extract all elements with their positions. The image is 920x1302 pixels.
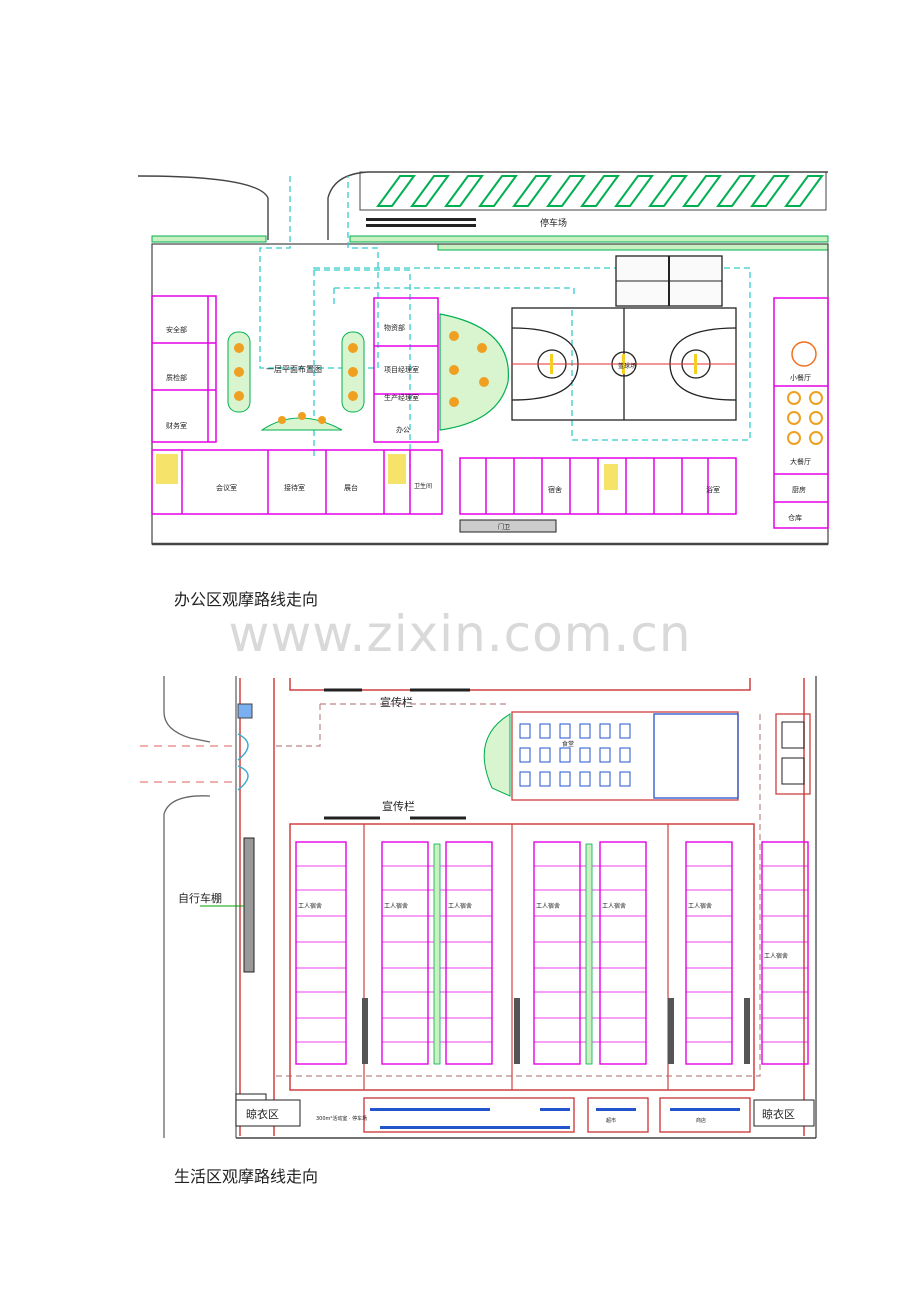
room-label-finance: 财务室 — [166, 421, 187, 430]
worker-dorm-label-6: 工人宿舍 — [688, 902, 712, 910]
room-label-exhibit: 展台 — [344, 483, 358, 492]
worker-dorm-blocks — [295, 841, 809, 1065]
caption-office-route: 办公区观摩路线走向 — [174, 590, 319, 609]
dining-block — [773, 297, 829, 529]
living-area-plan: 宣传栏 宣传栏 食堂 自行车棚 — [140, 676, 817, 1139]
watermark-text: www.zixin.com.cn — [228, 605, 692, 663]
office-block-left — [151, 295, 217, 443]
canteen-block — [511, 711, 739, 801]
bottom-note-label: 300m²活动室 · 停车场 — [316, 1115, 367, 1122]
tour-route — [259, 176, 751, 468]
room-label-meeting: 会议室 — [216, 483, 237, 492]
worker-dorm-label-1: 工人宿舍 — [298, 902, 322, 910]
worker-dorm-label-7: 工人宿舍 — [764, 952, 788, 960]
worker-dorm-label-2: 工人宿舍 — [384, 902, 408, 910]
plan-board-label: 一层平面布置图 — [266, 364, 322, 374]
bulletin-label-top: 宣传栏 — [380, 695, 413, 709]
room-label-bath: 浴室 — [706, 485, 720, 494]
worker-dorm-label-5: 工人宿舍 — [602, 902, 626, 910]
living-tour-route — [274, 703, 761, 1077]
caption-living-route: 生活区观摩路线走向 — [174, 1167, 319, 1186]
market-label: 超市 — [606, 1117, 616, 1124]
room-label-quality: 质检部 — [166, 373, 187, 382]
office-area-plan: 停车场 安全部 质检部 财务室 一层平面布置图 — [138, 171, 829, 546]
room-label-toilet: 卫生间 — [414, 482, 432, 490]
gate-label: 门卫 — [498, 523, 510, 531]
room-label-tech: 物资部 — [384, 323, 405, 332]
court-label: 篮球场 — [618, 362, 636, 370]
worker-dorm-label-3: 工人宿舍 — [448, 902, 472, 910]
room-label-small-dining: 小餐厅 — [790, 373, 811, 382]
room-label-big-dining: 大餐厅 — [790, 457, 811, 466]
room-label-reception: 接待室 — [284, 483, 305, 492]
parking-label: 停车场 — [540, 217, 567, 229]
room-label-dorm: 宿舍 — [548, 485, 562, 494]
room-label-store: 仓库 — [788, 513, 802, 522]
room-label-safety: 安全部 — [166, 325, 187, 334]
bulletin-label-middle: 宣传栏 — [382, 799, 415, 813]
canteen-label: 食堂 — [562, 740, 574, 748]
shop-label: 商店 — [696, 1117, 706, 1124]
drying-area-right-label: 晾衣区 — [762, 1107, 795, 1121]
room-label-pm: 项目经理室 — [384, 365, 419, 374]
bike-shed-label: 自行车棚 — [178, 891, 222, 905]
room-label-prod: 生产经理室 — [384, 393, 419, 402]
worker-dorm-label-4: 工人宿舍 — [536, 902, 560, 910]
parking-spaces — [359, 171, 827, 211]
drying-area-left-label: 晾衣区 — [246, 1107, 279, 1121]
room-label-kitchen: 厨房 — [792, 485, 806, 494]
room-label-office: 办公 — [396, 425, 410, 434]
